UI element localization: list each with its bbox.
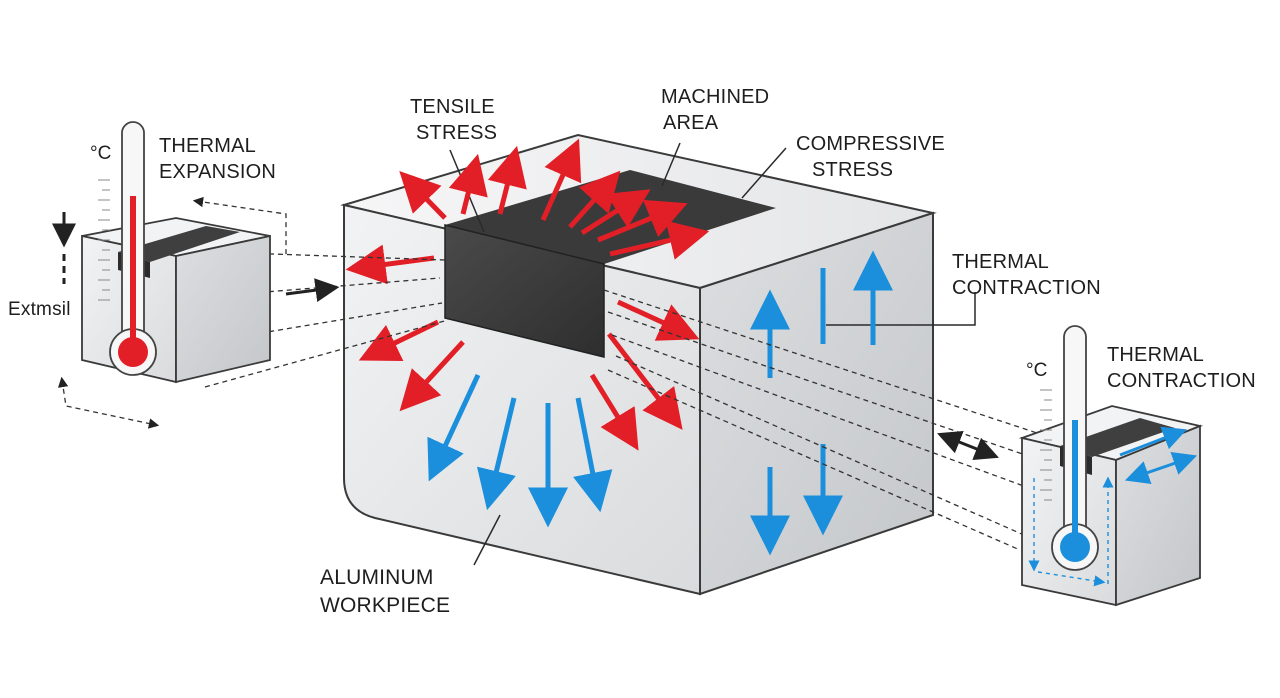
compressive-leader (741, 147, 787, 199)
pocket-wall (444, 224, 605, 358)
machined-area-label-line1: MACHINED (661, 86, 770, 108)
tensile-arrow (597, 199, 688, 243)
compressive-arrow (427, 373, 481, 482)
thermal-expansion-label-line2: EXPANSION (159, 161, 277, 183)
thermal-contraction-main-line2: CONTRACTION (952, 277, 1101, 299)
right-block-slot (1060, 418, 1175, 457)
thermal-contraction-main-label: THERMAL CONTRACTION (952, 249, 1101, 301)
connector-line (607, 369, 1021, 551)
machined-area-label-line2: AREA (663, 112, 719, 134)
compressive-arrow (476, 397, 517, 511)
compressive-stress-label-line2: STRESS (812, 159, 894, 181)
left-side-label: Extmsil (8, 299, 71, 320)
tensile-arrows-front (345, 244, 700, 451)
thermal-contraction-right-line2: CONTRACTION (1107, 370, 1256, 392)
tensile-arrow (448, 153, 488, 215)
left-block-side (175, 234, 271, 384)
tensile-arrow (616, 299, 700, 341)
connector-line (57, 376, 160, 429)
thermal-contraction-main-line1: THERMAL (952, 251, 1049, 273)
right-contraction-arrows (1119, 426, 1198, 484)
thermal-contraction-leader (826, 292, 976, 326)
connector-line (192, 196, 287, 256)
compressive-arrow (573, 397, 613, 513)
tensile-stress-label: TENSILE STRESS (410, 94, 497, 146)
aluminum-workpiece-line2: WORKPIECE (320, 594, 451, 617)
machined-area-label: MACHINED AREA (661, 84, 769, 136)
tensile-arrow (399, 171, 447, 220)
thermal-contraction-right-label: THERMAL CONTRACTION (1107, 342, 1256, 394)
double-arrow (937, 430, 999, 461)
contraction-arrow (1119, 426, 1188, 457)
tensile-arrow (607, 332, 683, 430)
aluminum-workpiece-line1: ALUMINUM (320, 566, 434, 589)
connector-line (603, 289, 1041, 435)
thermometer-hot-icon (109, 121, 157, 376)
left-hot-block (81, 121, 271, 384)
thermal-contraction-right-line1: THERMAL (1107, 344, 1204, 366)
compressive-arrows-front (427, 373, 613, 528)
tensile-arrow (568, 170, 621, 229)
connector-line (611, 334, 1041, 493)
tensile-stress-label-line2: STRESS (416, 122, 498, 144)
thermometer-cold-icon (1051, 325, 1099, 571)
right-ticks (1040, 389, 1052, 501)
tensile-arrow (540, 138, 582, 222)
thermal-expansion-label-line1: THERMAL (159, 135, 256, 157)
unit-right-celsius: °C (1026, 360, 1048, 381)
tensile-arrow (589, 373, 639, 451)
connector-line (204, 319, 449, 388)
tensile-arrow (345, 244, 435, 285)
compressive-stress-label: COMPRESSIVE STRESS (796, 131, 945, 183)
tensile-arrow (399, 340, 465, 412)
black-arrows (52, 212, 999, 461)
tensile-arrow (358, 319, 440, 361)
compressive-stress-label-line1: COMPRESSIVE (796, 133, 945, 155)
left-block-slot (118, 226, 240, 262)
aluminum-workpiece-label: ALUMINUM WORKPIECE (320, 564, 450, 620)
tensile-arrow (609, 220, 710, 260)
tensile-arrows-top (399, 138, 710, 260)
left-ticks (98, 179, 110, 301)
tensile-arrow (580, 189, 651, 236)
right-arrow (285, 278, 340, 303)
machined-leader (661, 142, 681, 187)
tensile-stress-label-line1: TENSILE (410, 96, 495, 118)
right-dashed-frame (1028, 476, 1114, 587)
contraction-arrow (1124, 452, 1198, 484)
tensile-arrow (487, 145, 527, 215)
right-cold-block (1018, 325, 1203, 607)
thermal-expansion-label: THERMAL EXPANSION (159, 133, 276, 185)
compressive-arrows-side (750, 250, 893, 556)
unit-left-celsius: °C (90, 143, 112, 164)
workpiece-leader (473, 514, 501, 566)
